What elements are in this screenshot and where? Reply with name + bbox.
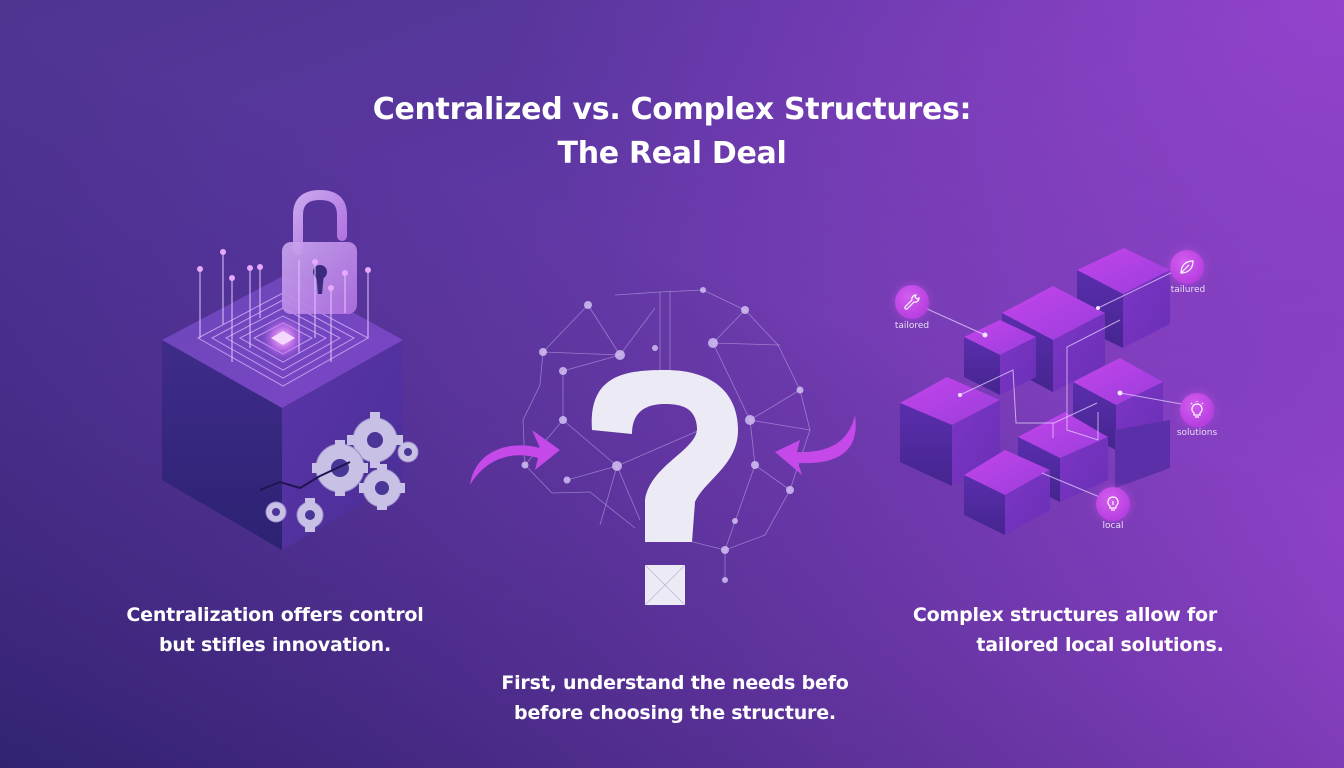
lightbulb-icon: [1096, 487, 1130, 521]
lightbulb-icon: [1180, 393, 1214, 427]
caption-complex-structures: Complex structures allow for tailored lo…: [880, 600, 1250, 660]
page-title: Centralized vs. Complex Structures: The …: [0, 88, 1344, 176]
caption-line: Complex structures allow for: [912, 604, 1218, 626]
callout-label-local: local: [1102, 521, 1124, 531]
caption-line: First, understand the needs befo: [501, 672, 849, 694]
caption-understand-needs: First, understand the needs befo before …: [440, 668, 910, 728]
title-line-1: Centralized vs. Complex Structures:: [372, 92, 972, 127]
caption-line: before choosing the structure.: [514, 702, 836, 724]
cube-icon: [162, 189, 419, 550]
complex-structures-illustration: [880, 240, 1230, 540]
leaf-icon: [1170, 250, 1204, 284]
question-mark-icon: [470, 287, 856, 606]
callout-label-tailured: tailured: [1170, 285, 1206, 295]
title-line-2: The Real Deal: [557, 136, 787, 171]
cube-cluster-icon: [900, 248, 1188, 535]
callout-label-tailored: tailored: [894, 321, 930, 331]
centralized-cube-illustration: [150, 189, 440, 560]
caption-centralization: Centralization offers control but stifle…: [95, 600, 455, 660]
caption-line: Centralization offers control: [126, 604, 424, 626]
caption-line: but stifles innovation.: [159, 634, 391, 656]
wrench-icon: [895, 285, 929, 319]
callout-label-solutions: solutions: [1176, 428, 1218, 438]
arrow-right-icon: [470, 430, 560, 485]
arrow-left-icon: [775, 415, 856, 475]
question-network-illustration: [460, 280, 880, 610]
caption-line: tailored local solutions.: [976, 634, 1224, 656]
